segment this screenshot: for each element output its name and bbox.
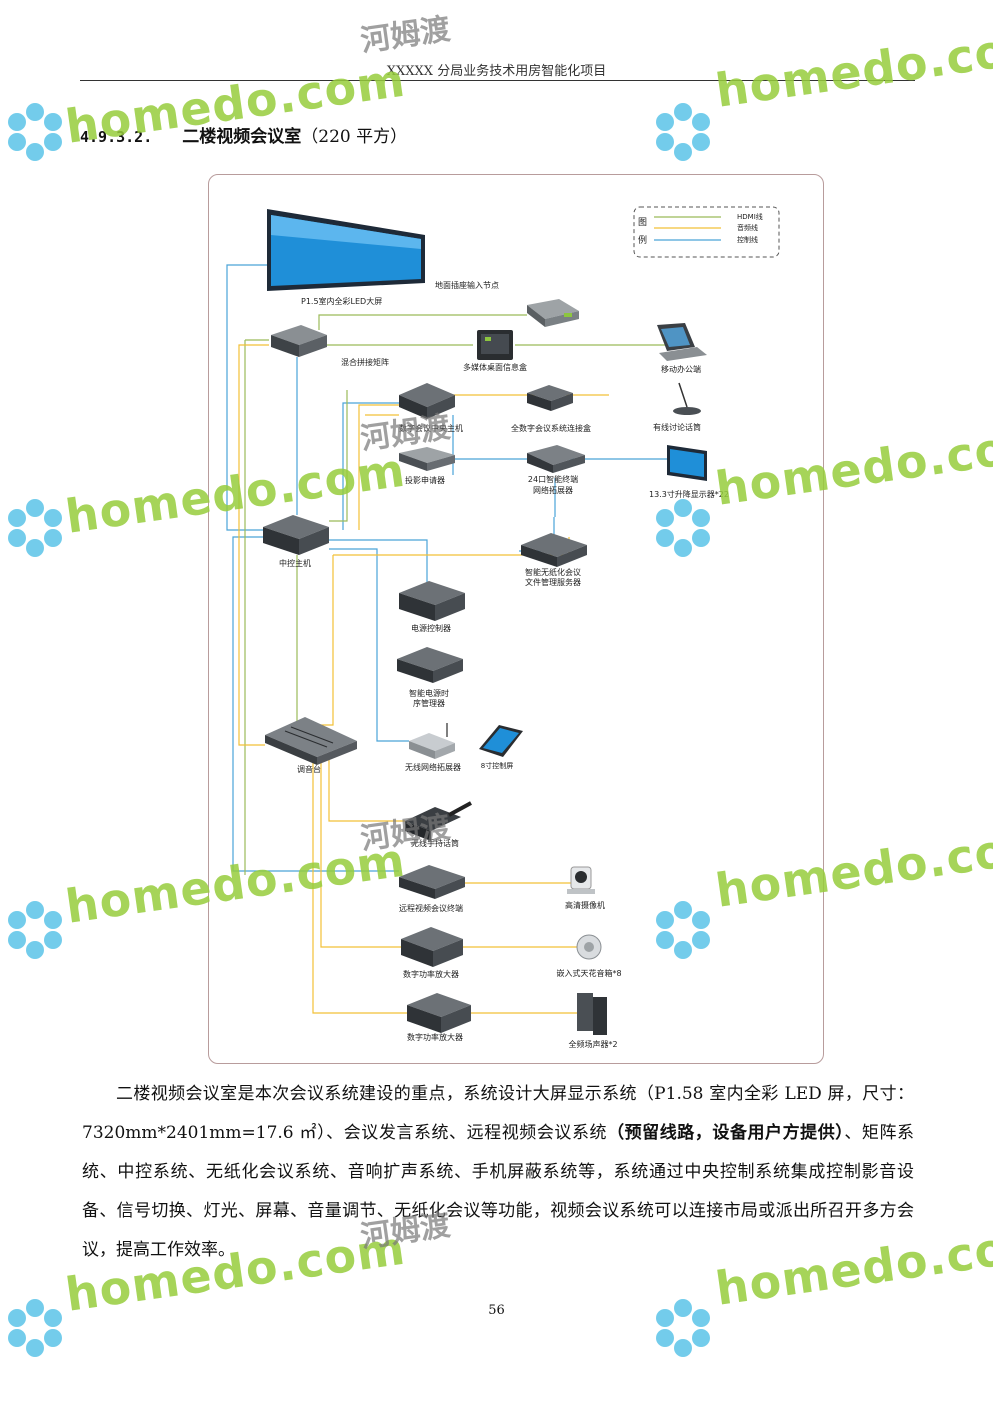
audio-line xyxy=(358,404,399,530)
watermark-chinese: 河姆渡 xyxy=(358,11,453,60)
tablet-device xyxy=(479,725,523,757)
control-line xyxy=(329,548,409,742)
legend xyxy=(633,206,780,258)
label-led-screen: P1.5室内全彩LED大屏 xyxy=(301,297,383,306)
diagram-canvas xyxy=(226,206,780,1035)
audio-line xyxy=(320,757,401,948)
section-subtitle: （220 平方） xyxy=(301,127,408,147)
label-ceiling-speaker: 嵌入式天花音箱*8 xyxy=(556,969,622,978)
label-amp1: 数字功率放大器 xyxy=(403,970,459,979)
legend-title-top: 图 xyxy=(638,218,648,228)
paragraph-part-1: 二楼视频会议室是本次会议系统建设的重点，系统设计大屏显示系统（P1.58 室内全… xyxy=(82,1084,914,1143)
hd-camera-device xyxy=(567,866,595,894)
label-central-ctrl: 中控主机 xyxy=(279,559,311,568)
label-paperless-server-b: 文件管理服务器 xyxy=(525,578,581,587)
hdmi-line xyxy=(318,314,527,330)
paragraph-bold: （预留线路，设备用户方提供） xyxy=(607,1123,845,1143)
projector-ctrl-device xyxy=(399,447,455,471)
audio-line xyxy=(312,757,407,1014)
amp1-device xyxy=(401,927,463,967)
label-lift-display: 13.3寸升降显示器*22 xyxy=(649,490,729,499)
central-ctrl-device xyxy=(263,515,329,555)
paperless-server-device xyxy=(521,533,587,567)
led-screen-device xyxy=(267,209,425,291)
legend-audio-label: 音频线 xyxy=(737,224,758,232)
legend-control-label: 控制线 xyxy=(737,236,758,244)
audio-line xyxy=(328,757,405,822)
label-switch-b: 网络拓展器 xyxy=(533,486,573,495)
hdmi-line xyxy=(329,390,348,522)
label-conf-connector: 全数字会议系统连接盒 xyxy=(511,424,591,433)
system-diagram: 图 例 HDMI线 音频线 控制线 P1.5室内全彩LED大屏 地面插座输入节点… xyxy=(208,174,824,1064)
control-line xyxy=(342,402,399,530)
label-amp2: 数字功率放大器 xyxy=(407,1033,463,1042)
label-hd-camera: 高清摄像机 xyxy=(565,901,605,910)
full-speaker-device xyxy=(577,993,607,1035)
ceiling-speaker-device xyxy=(576,934,602,960)
label-tablet: 8寸控制屏 xyxy=(480,762,514,770)
label-mixer: 调音台 xyxy=(297,765,321,774)
amp2-device xyxy=(407,993,471,1033)
wifi-ext-device xyxy=(409,723,455,759)
laptop-device xyxy=(657,323,707,361)
label-smart-power: 智能电源时 xyxy=(409,689,449,698)
video-terminal-device xyxy=(399,865,465,899)
label-mobile-office: 移动办公端 xyxy=(661,365,701,374)
section-title: 二楼视频会议室 xyxy=(182,127,302,147)
label-floor-input: 地面插座输入节点 xyxy=(435,281,499,290)
audio-line xyxy=(309,555,334,726)
legend-hdmi-label: HDMI线 xyxy=(737,213,763,221)
section-heading: 4.9.3.2. 二楼视频会议室（220 平方） xyxy=(80,122,407,147)
conf-connector-device xyxy=(527,385,573,411)
flower-logo-icon xyxy=(8,901,62,959)
media-box-device xyxy=(477,330,513,360)
label-wifi-ext: 无线网络拓展器 xyxy=(405,763,461,772)
watermark-latin: homedo.com xyxy=(712,16,993,118)
label-wired-mic: 有线讨论话筒 xyxy=(653,423,701,432)
label-switch: 24口智能终端 xyxy=(527,475,579,484)
legend-title-bottom: 例 xyxy=(638,236,648,246)
header-rule xyxy=(80,80,915,81)
paragraph-part-2: 、矩阵系统、中控系统、无纸化会议系统、音响扩声系统、手机屏蔽系统等，系统通过中央… xyxy=(82,1123,915,1260)
flower-logo-icon xyxy=(656,499,710,557)
flower-logo-icon xyxy=(8,499,62,557)
control-line xyxy=(232,536,399,872)
lift-display-device xyxy=(667,445,707,481)
label-video-terminal: 远程视频会议终端 xyxy=(399,904,463,913)
audio-line xyxy=(238,344,269,746)
smart-power-device xyxy=(397,647,463,683)
flower-logo-icon xyxy=(8,1299,62,1357)
control-line xyxy=(329,539,428,597)
flower-logo-icon xyxy=(8,103,62,161)
label-power-ctrl: 电源控制器 xyxy=(411,624,451,633)
label-full-speaker: 全频场声器*2 xyxy=(568,1040,618,1049)
flower-logo-icon xyxy=(656,901,710,959)
label-wireless-mic: 无线手持话筒 xyxy=(411,839,459,848)
switch-device xyxy=(527,445,585,473)
page-number: 56 xyxy=(488,1303,505,1318)
label-projector-ctrl: 投影申请器 xyxy=(405,476,445,485)
digital-host-device xyxy=(399,383,455,419)
power-ctrl-device xyxy=(399,581,465,621)
wired-mic-device xyxy=(673,382,701,415)
body-paragraph: 二楼视频会议室是本次会议系统建设的重点，系统设计大屏显示系统（P1.58 室内全… xyxy=(82,1075,914,1270)
section-number: 4.9.3.2. xyxy=(80,128,153,146)
label-smart-power-b: 序管理器 xyxy=(413,699,445,708)
hybrid-matrix-device xyxy=(271,325,327,357)
header-title: XXXXX 分局业务技术用房智能化项目 xyxy=(386,64,607,79)
control-line xyxy=(226,264,271,531)
label-hybrid-matrix: 混合拼接矩阵 xyxy=(341,358,389,367)
label-paperless-server: 智能无纸化会议 xyxy=(525,568,581,577)
flower-logo-icon xyxy=(656,1299,710,1357)
wireless-mic-device xyxy=(405,801,472,841)
label-media-box: 多媒体桌面信息盒 xyxy=(463,363,527,372)
label-digital-host: 数字会议中央主机 xyxy=(399,424,463,433)
mixer-device xyxy=(265,717,357,765)
flower-logo-icon xyxy=(656,103,710,161)
floor-input-device xyxy=(527,299,579,327)
